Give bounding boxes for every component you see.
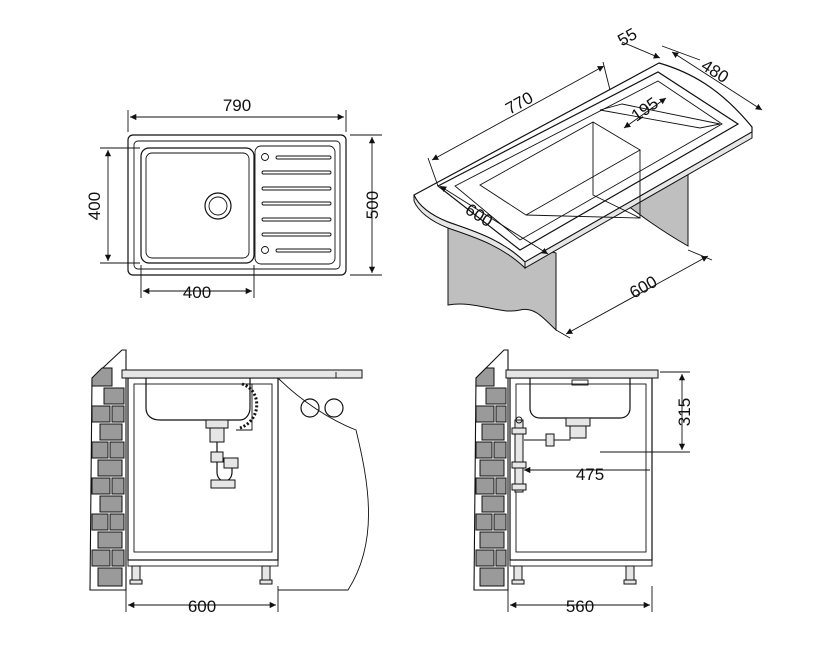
side-leg-left bbox=[513, 565, 523, 581]
top-view-drawing: 790 500 400 400 bbox=[85, 96, 382, 302]
dim-sink-depth: 500 bbox=[363, 191, 382, 219]
front-worktop bbox=[121, 369, 363, 379]
side-leg-right bbox=[625, 565, 635, 581]
side-view-drawing: 315 475 560 bbox=[473, 349, 694, 616]
overflow-hole bbox=[261, 246, 269, 254]
brick-wall bbox=[91, 367, 125, 587]
dim-side-cabinet-depth: 560 bbox=[566, 597, 594, 616]
dim-bowl-width: 400 bbox=[183, 283, 211, 302]
sink-outline bbox=[127, 134, 347, 276]
dim-iso-length: 770 bbox=[502, 88, 536, 118]
front-leg-right bbox=[261, 565, 271, 581]
dim-bowl-depth: 400 bbox=[85, 192, 104, 220]
dim-iso-rim: 55 bbox=[614, 24, 640, 50]
side-drain-pipe bbox=[514, 419, 524, 493]
drainer-area bbox=[254, 145, 336, 265]
isometric-view-drawing: 770 55 480 195 600 600 bbox=[413, 24, 763, 339]
drainer-grooves bbox=[261, 155, 332, 253]
side-worktop bbox=[505, 369, 659, 379]
socket-left bbox=[300, 398, 320, 418]
front-view-drawing: 600 bbox=[89, 349, 369, 616]
front-leg-left bbox=[131, 565, 141, 581]
tap-hole bbox=[261, 153, 269, 161]
front-cabinet bbox=[127, 377, 279, 561]
drain-hole bbox=[204, 192, 232, 220]
dim-sink-width: 790 bbox=[223, 96, 251, 115]
side-brick-wall bbox=[475, 367, 507, 587]
dim-front-cabinet-width: 600 bbox=[188, 597, 216, 616]
dim-side-drain-offset: 475 bbox=[576, 465, 604, 484]
socket-right bbox=[324, 398, 344, 418]
dim-side-height: 315 bbox=[675, 398, 694, 426]
sink-bowl bbox=[140, 147, 255, 264]
front-sink-bowl bbox=[145, 378, 251, 421]
